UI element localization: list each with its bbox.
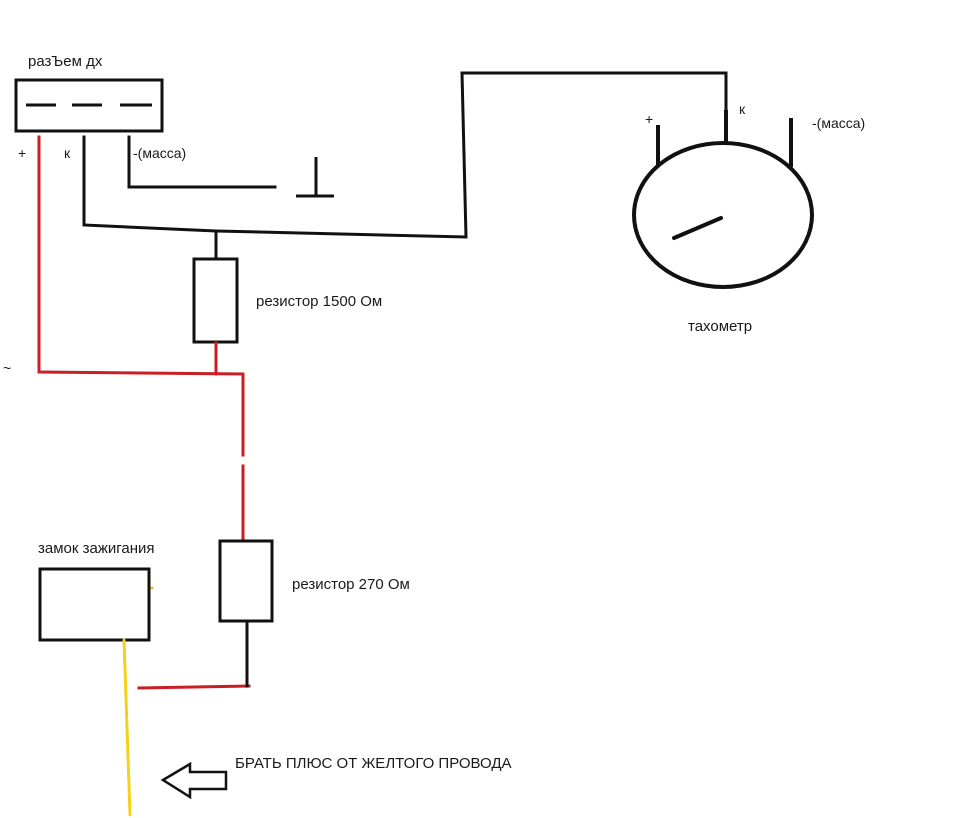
- mass-wire: [127, 135, 277, 189]
- ground-circuit: [127, 135, 334, 198]
- tach-mass-label: -(масса): [812, 115, 865, 131]
- tach-k-label: к: [739, 101, 746, 117]
- tachometer-label: тахометр: [688, 318, 752, 335]
- tachometer-dial: [632, 141, 814, 289]
- resistor-270: резистор 270 Ом: [218, 539, 410, 688]
- instruction-text: БРАТЬ ПЛЮС ОТ ЖЕЛТОГО ПРОВОДА: [235, 755, 512, 772]
- tach-plus-label: +: [645, 111, 653, 127]
- resistor2-label: резистор 270 Ом: [292, 576, 410, 593]
- left-arrow-icon: [160, 761, 228, 800]
- tachometer: + к -(масса) тахометр: [632, 101, 865, 335]
- ground-symbol-icon: [296, 157, 334, 198]
- resistor1-body: [192, 257, 239, 344]
- ignition-lock-body: [38, 567, 151, 642]
- stray-mark: ~: [3, 360, 11, 376]
- yellow-wire: [122, 638, 132, 817]
- connector: разЪем дх + к -(масса): [14, 53, 186, 161]
- power-wires: [37, 135, 251, 690]
- resistor2-body: [218, 539, 274, 623]
- connector-mass-label: -(масса): [133, 145, 186, 161]
- resistor1-label: резистор 1500 Ом: [256, 293, 382, 310]
- ignition-lock: замок зажигания: [38, 540, 155, 817]
- plus-bus-wire: [37, 370, 245, 376]
- connector-plus-label: +: [18, 145, 26, 161]
- connector-title: разЪем дх: [28, 53, 103, 70]
- gauge-needle-icon: [672, 216, 723, 240]
- ignition-label: замок зажигания: [38, 540, 155, 557]
- connector-k-label: к: [64, 145, 71, 161]
- resistor-1500: резистор 1500 Ом: [192, 257, 382, 344]
- instruction: БРАТЬ ПЛЮС ОТ ЖЕЛТОГО ПРОВОДА: [160, 755, 512, 800]
- signal-wire: [82, 71, 728, 239]
- yellow-dot: [150, 586, 154, 590]
- ignition-feed-wire: [137, 684, 251, 690]
